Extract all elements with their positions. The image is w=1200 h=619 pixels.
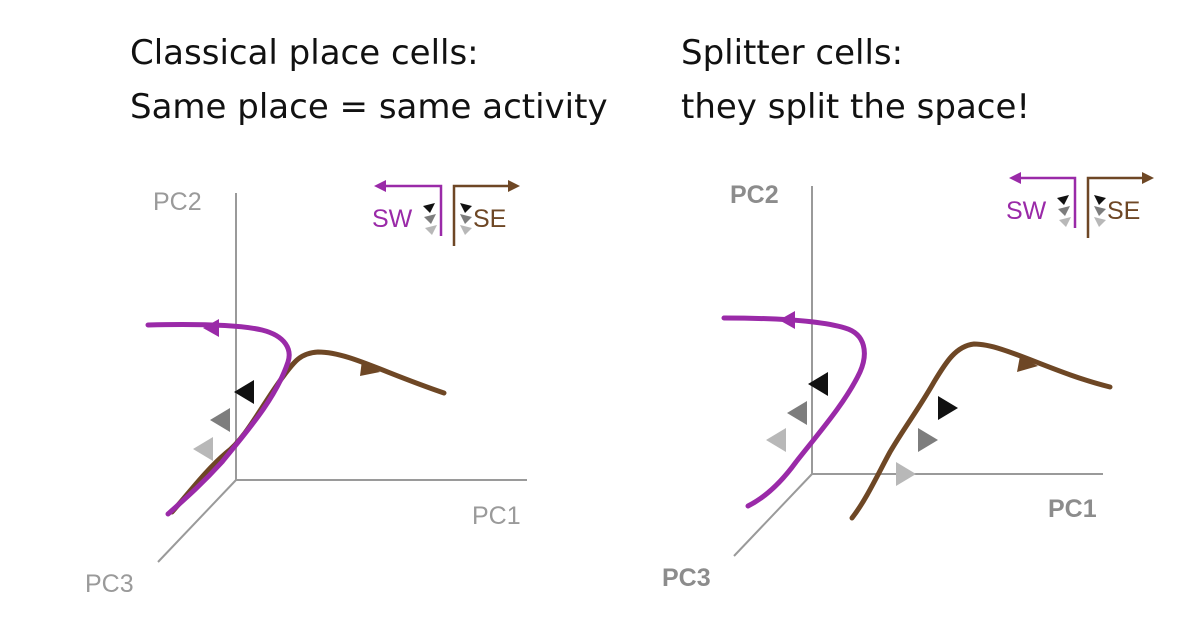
left-pc1-label: PC1 [472,502,521,530]
left-legend-sw-label: SW [372,205,413,233]
right-legend-sw-marker-mid [1058,206,1070,216]
left-legend-se-marker-mid [460,214,472,224]
left-legend-se-marker-dark [460,203,472,213]
right-panel-heading: Splitter cells: they split the space! [681,26,1030,134]
left-legend-sw-arrow [382,184,443,236]
left-pc3-label: PC3 [85,570,134,598]
right-sw-trajectory [721,315,867,509]
right-se-marker-dark [938,396,958,420]
left-panel-plot: PC2 PC1 PC3 SW SE [85,180,527,598]
left-panel-heading: Classical place cells: Same place = same… [130,26,608,134]
left-marker-mid [210,408,230,432]
right-heading-line2: they split the space! [681,87,1031,127]
left-heading-line2: Same place = same activity [130,87,608,127]
right-sw-direction-arrowhead [779,311,795,329]
left-legend: SW SE [372,180,520,246]
right-se-direction-arrowhead [1017,356,1038,372]
left-marker-dark [234,380,254,404]
right-axes [733,186,1103,557]
right-sw-marker-mid [787,401,807,425]
right-legend-se-marker-dark [1094,195,1106,205]
left-marker-light [193,437,213,461]
left-se-trajectory [169,349,447,515]
left-legend-sw-marker-dark [423,203,435,213]
right-se-marker-mid [918,428,938,452]
right-legend-sw-arrow [1017,176,1077,228]
left-legend-sw-marker-light [425,225,437,235]
right-panel-plot: PC2 PC1 PC3 SW SE [662,172,1154,592]
left-legend-sw-marker-mid [424,214,436,224]
left-pc3-axis [157,479,237,563]
right-legend-sw-marker-light [1059,217,1071,227]
right-legend-se-marker-light [1094,217,1106,227]
right-pc3-axis [733,473,813,557]
left-legend-se-arrowhead [508,180,520,192]
left-legend-se-marker-light [460,225,472,235]
right-legend-se-label: SE [1107,197,1140,225]
right-se-marker-light [896,462,916,486]
left-legend-se-arrow [452,184,512,246]
right-legend-sw-marker-dark [1057,195,1069,205]
right-pc3-label: PC3 [662,564,711,592]
right-legend: SW SE [1006,172,1154,238]
right-pc1-label: PC1 [1048,495,1097,523]
left-sw-trajectory [145,322,292,517]
left-se-direction-arrowhead [360,360,380,376]
right-legend-se-marker-mid [1094,206,1106,216]
right-legend-sw-label: SW [1006,197,1047,225]
right-se-trajectory [849,341,1113,521]
left-pc2-label: PC2 [153,188,202,216]
left-heading-line1: Classical place cells: [130,33,479,73]
left-legend-se-label: SE [473,205,506,233]
left-axes [157,193,527,563]
right-sw-marker-dark [808,372,828,396]
right-pc2-label: PC2 [730,181,779,209]
left-sw-direction-arrowhead [203,319,219,337]
right-heading-line1: Splitter cells: [681,33,904,73]
right-sw-marker-light [766,428,786,452]
right-legend-se-arrowhead [1142,172,1154,184]
right-legend-sw-arrowhead [1009,172,1021,184]
left-legend-sw-arrowhead [374,180,386,192]
right-legend-se-arrow [1086,176,1146,238]
